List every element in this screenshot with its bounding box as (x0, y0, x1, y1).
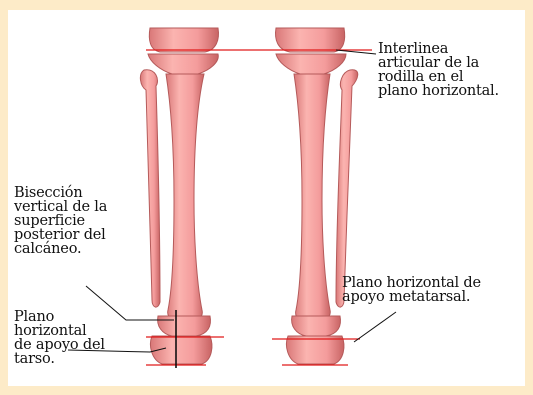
left-tibia (166, 74, 204, 322)
pointer-metatarsal (354, 312, 396, 342)
left-knee-condyles (149, 28, 218, 52)
calcaneus-bisection-label: Bisección vertical de la superficie post… (14, 186, 107, 256)
left-leg (140, 28, 218, 364)
right-tibia (294, 74, 330, 322)
left-fibula (140, 70, 160, 307)
right-knee-condyles (276, 28, 345, 52)
right-tibial-plateau (276, 54, 346, 74)
right-leg (276, 28, 358, 364)
knee-line-label: Interlinea articular de la rodilla en el… (378, 42, 499, 98)
left-tibial-plateau (148, 54, 218, 74)
right-calcaneus (286, 336, 343, 364)
right-fibula (336, 70, 358, 307)
left-talus (158, 316, 211, 336)
right-talus (292, 316, 341, 336)
tarsus-plane-label: Plano horizontal de apoyo del tarso. (14, 310, 105, 366)
metatarsal-plane-label: Plano horizontal de apoyo metatarsal. (342, 276, 481, 304)
